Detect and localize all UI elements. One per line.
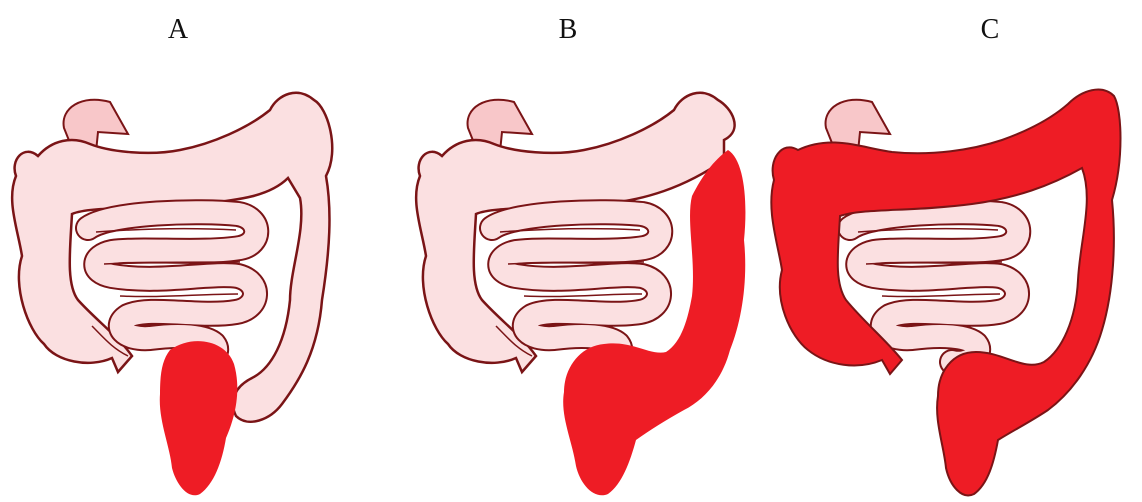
intestine-diagram-c [762,0,1142,502]
intestine-diagram-a [0,0,380,502]
pancolon-inflamed [771,90,1120,496]
panel-b: B [404,0,784,502]
panel-a: A [0,0,380,502]
panel-c: C [762,0,1142,502]
intestine-diagram-b [404,0,784,502]
rectum-inflamed [160,341,238,495]
